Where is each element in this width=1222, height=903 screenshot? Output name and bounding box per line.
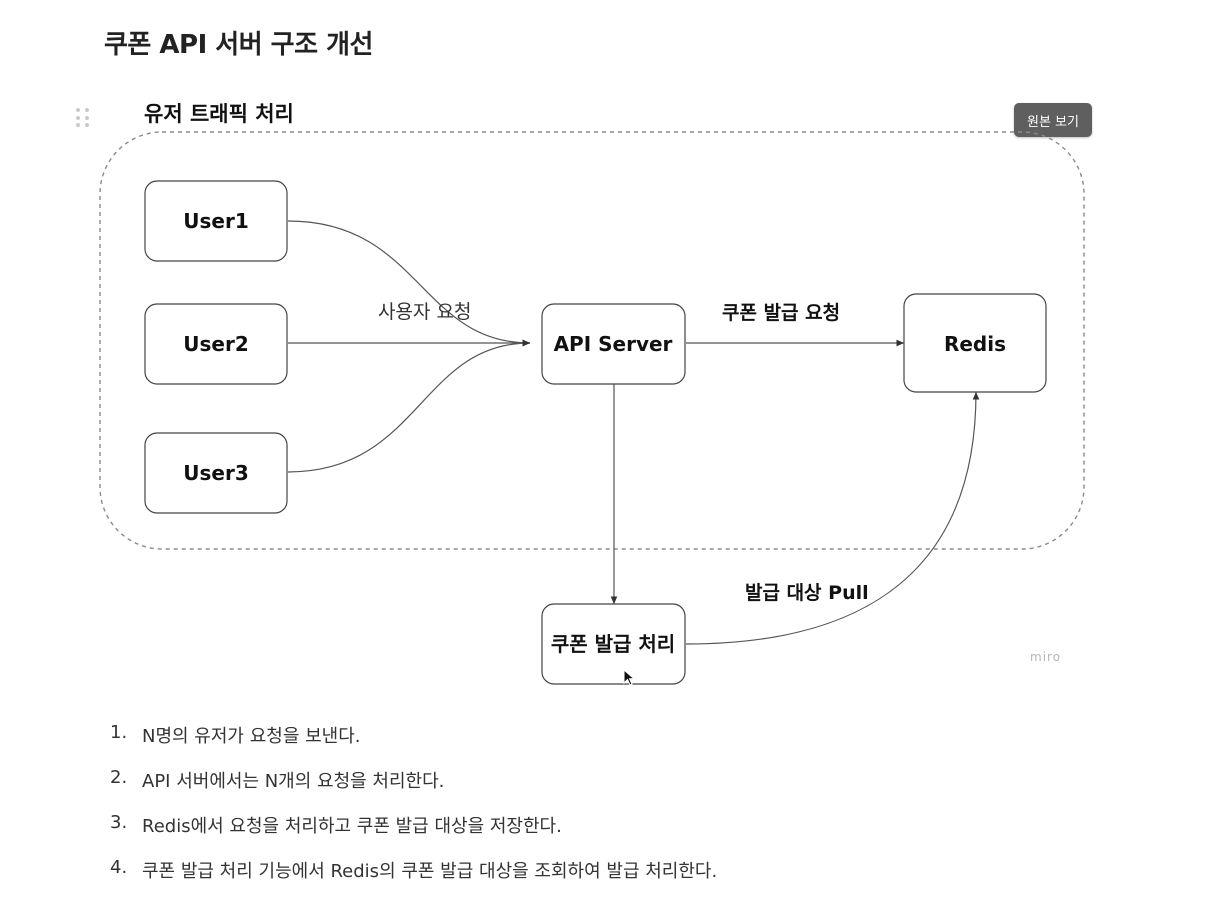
list-item-number: 3.	[110, 812, 128, 833]
node-redis[interactable]	[903, 293, 1047, 393]
node-user2[interactable]	[144, 303, 288, 385]
node-redis-label: Redis	[944, 332, 1006, 356]
mouse-cursor-icon	[623, 669, 635, 686]
list-item-text: 쿠폰 발급 처리 기능에서 Redis의 쿠폰 발급 대상을 조회하여 발급 처…	[142, 861, 718, 882]
node-user1-label: User1	[183, 209, 249, 233]
list-item-text: N명의 유저가 요청을 보낸다.	[142, 726, 361, 747]
edge-coupon-redis	[685, 391, 980, 645]
node-api-server-label: API Server	[554, 332, 673, 356]
page-title: 쿠폰 API 서버 구조 개선	[104, 30, 373, 60]
view-original-button[interactable]: 원본 보기	[1014, 103, 1092, 137]
edge-user3-api	[287, 339, 531, 473]
list-item-text: Redis에서 요청을 처리하고 쿠폰 발급 대상을 저장한다.	[142, 816, 562, 837]
list-item-number: 1.	[110, 722, 128, 743]
node-coupon-issue-label: 쿠폰 발급 처리	[551, 632, 675, 656]
list-item-number: 4.	[110, 857, 128, 878]
list-item-number: 2.	[110, 767, 128, 788]
drag-handle-icon[interactable]	[76, 108, 90, 128]
node-coupon-issue[interactable]	[541, 603, 686, 685]
edge-user1-api	[287, 220, 531, 347]
node-user2-label: User2	[183, 332, 249, 356]
edge-label-user-request: 사용자 요청	[378, 301, 471, 323]
miro-watermark: miro	[1030, 650, 1061, 664]
list-item: 3. Redis에서 요청을 처리하고 쿠폰 발급 대상을 저장한다.	[110, 812, 717, 857]
node-api-server[interactable]	[541, 303, 686, 385]
list-item-text: API 서버에서는 N개의 요청을 처리한다.	[142, 771, 445, 792]
frame-title: 유저 트래픽 처리	[144, 102, 294, 126]
node-user3[interactable]	[144, 432, 288, 514]
node-user3-label: User3	[183, 461, 249, 485]
steps-list: 1. N명의 유저가 요청을 보낸다. 2. API 서버에서는 N개의 요청을…	[110, 722, 717, 902]
edge-label-pull-targets: 발급 대상 Pull	[745, 582, 869, 604]
traffic-frame	[99, 131, 1085, 550]
edge-label-coupon-request: 쿠폰 발급 요청	[722, 302, 840, 324]
list-item: 1. N명의 유저가 요청을 보낸다.	[110, 722, 717, 767]
node-user1[interactable]	[144, 180, 288, 262]
list-item: 2. API 서버에서는 N개의 요청을 처리한다.	[110, 767, 717, 812]
list-item: 4. 쿠폰 발급 처리 기능에서 Redis의 쿠폰 발급 대상을 조회하여 발…	[110, 857, 717, 902]
